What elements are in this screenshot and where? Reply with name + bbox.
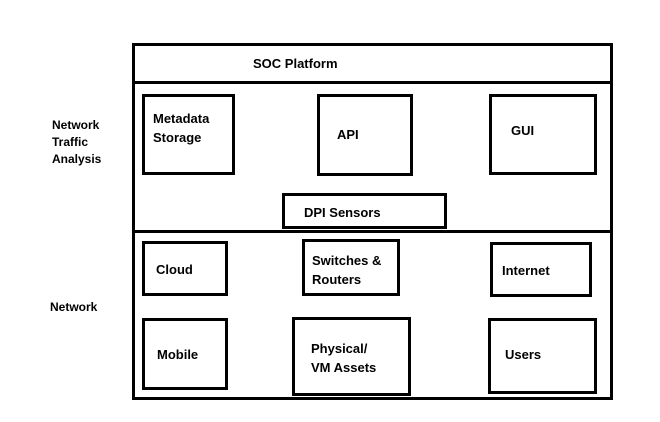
side-label-line: Analysis bbox=[52, 152, 102, 166]
label-line: Switches & bbox=[312, 253, 382, 268]
gui-box: GUI bbox=[489, 94, 597, 175]
layer-divider bbox=[133, 230, 612, 233]
label-line: Physical/ bbox=[311, 341, 368, 356]
side-label-network: Network bbox=[50, 300, 98, 314]
label-line: VM Assets bbox=[311, 360, 377, 375]
users-label: Users bbox=[505, 347, 542, 362]
internet-label: Internet bbox=[502, 263, 550, 278]
cloud-label: Cloud bbox=[156, 262, 193, 277]
users-box: Users bbox=[488, 318, 597, 394]
metadata-storage-box: Metadata Storage bbox=[142, 94, 235, 175]
gui-label: GUI bbox=[511, 123, 535, 138]
label-line: Storage bbox=[153, 130, 202, 145]
side-label-line: Network bbox=[52, 118, 100, 132]
dpi-sensors-box: DPI Sensors bbox=[282, 193, 447, 229]
mobile-label: Mobile bbox=[157, 347, 199, 362]
switches-routers-box: Switches & Routers bbox=[302, 239, 400, 296]
side-label-network-traffic-analysis: Network Traffic Analysis bbox=[52, 117, 101, 168]
dpi-sensors-label: DPI Sensors bbox=[304, 205, 381, 220]
physical-vm-assets-label: Physical/ VM Assets bbox=[311, 339, 376, 377]
mobile-box: Mobile bbox=[142, 318, 228, 390]
header-divider bbox=[133, 81, 612, 84]
api-label: API bbox=[337, 127, 359, 142]
physical-vm-assets-box: Physical/ VM Assets bbox=[292, 317, 411, 396]
metadata-storage-label: Metadata Storage bbox=[153, 109, 209, 147]
label-line: Routers bbox=[312, 272, 362, 287]
internet-box: Internet bbox=[490, 242, 592, 297]
soc-platform-title: SOC Platform bbox=[253, 56, 338, 71]
cloud-box: Cloud bbox=[142, 241, 228, 296]
side-label-line: Traffic bbox=[52, 135, 89, 149]
switches-routers-label: Switches & Routers bbox=[312, 251, 381, 289]
api-box: API bbox=[317, 94, 413, 176]
label-line: Metadata bbox=[153, 111, 210, 126]
